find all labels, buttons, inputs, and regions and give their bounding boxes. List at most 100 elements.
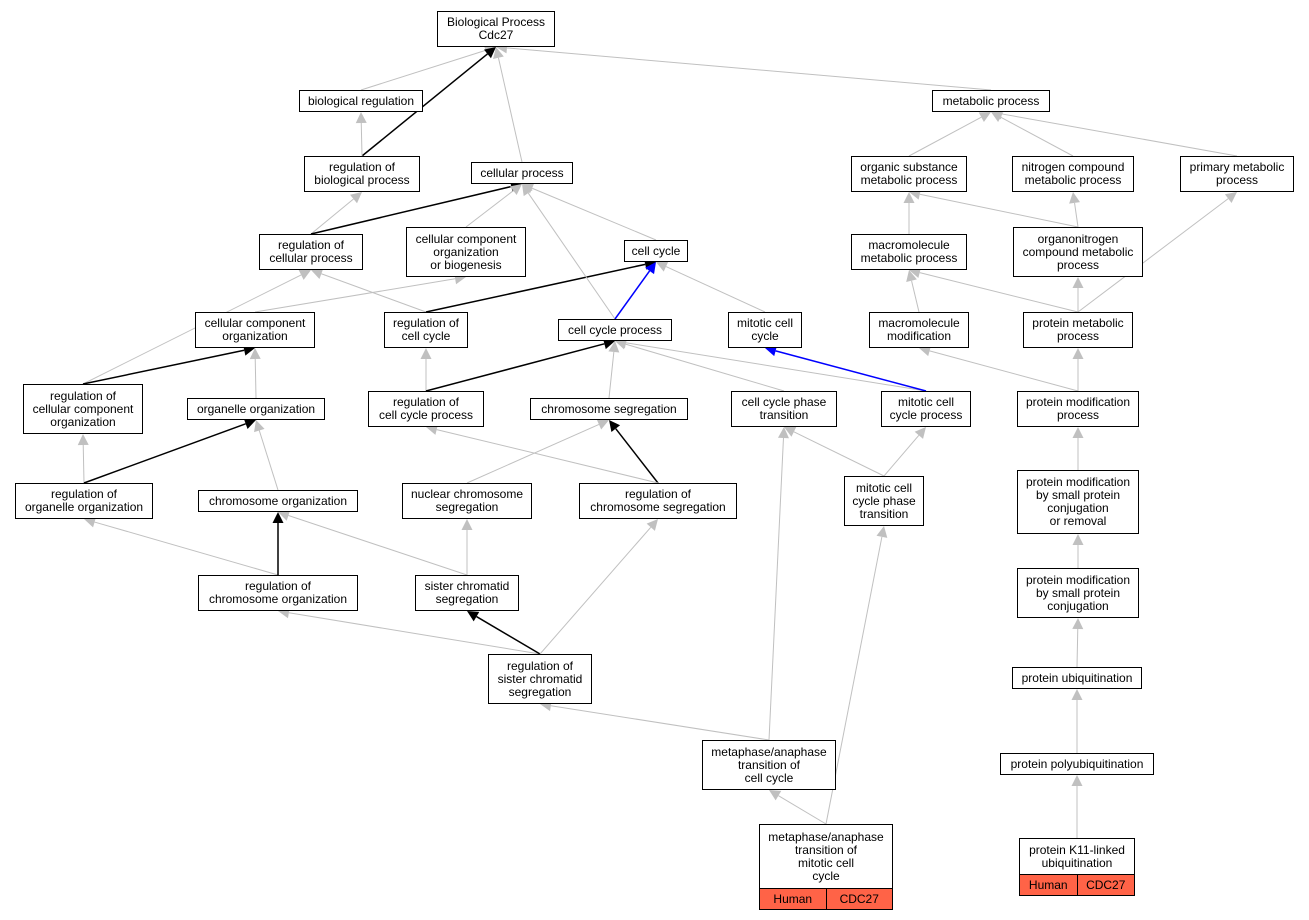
edge-line xyxy=(531,187,657,241)
edge-arrowhead xyxy=(509,184,522,196)
go-term-bp[interactable]: Biological Process Cdc27 xyxy=(437,11,555,47)
edge-arrowhead xyxy=(84,516,97,528)
edge-regorg-to-regccorg xyxy=(77,434,89,484)
go-term-mitccpt[interactable]: mitotic cell cycle phase transition xyxy=(844,476,924,526)
go-term-chromorg[interactable]: chromosome organization xyxy=(198,490,358,512)
go-term-label: protein K11-linked ubiquitination xyxy=(1029,842,1125,870)
go-term-ccpt[interactable]: cell cycle phase transition xyxy=(731,391,837,427)
go-term-cellproc[interactable]: cellular process xyxy=(471,162,573,184)
edge-metab-to-bp xyxy=(496,42,992,91)
edge-macromod-to-macromet xyxy=(906,270,920,313)
edge-protmet-to-orgnitro xyxy=(1072,277,1084,312)
edge-line xyxy=(1000,116,1074,157)
go-term-bioreg[interactable]: biological regulation xyxy=(299,90,423,112)
go-term-nucseg[interactable]: nuclear chromosome segregation xyxy=(402,483,532,519)
go-term-sister[interactable]: sister chromatid segregation xyxy=(415,575,519,611)
go-term-nitro[interactable]: nitrogen compound metabolic process xyxy=(1012,156,1134,192)
go-term-regchromseg[interactable]: regulation of chromosome segregation xyxy=(579,483,737,519)
edge-orgnitro-to-nitro xyxy=(1069,192,1081,228)
edge-metana-to-ccpt xyxy=(768,427,789,741)
go-term-macromod[interactable]: macromolecule modification xyxy=(869,312,969,348)
edge-arrowhead xyxy=(243,418,256,429)
go-term-protpoly[interactable]: protein polyubiquitination xyxy=(1000,753,1154,775)
go-term-orgsub[interactable]: organic substance metabolic process xyxy=(851,156,967,192)
edge-arrowhead xyxy=(1072,348,1084,359)
species-tag: Human xyxy=(1020,875,1077,895)
go-term-regchromorg[interactable]: regulation of chromosome organization xyxy=(198,575,358,611)
edge-line xyxy=(425,343,605,392)
go-term-protmet[interactable]: protein metabolic process xyxy=(1023,312,1133,348)
go-term-macromet[interactable]: macromolecule metabolic process xyxy=(851,234,967,270)
edge-protubq-to-protmodconj xyxy=(1072,618,1084,668)
go-term-protmod[interactable]: protein modification process xyxy=(1017,391,1139,427)
edge-orgorg-to-ccorg xyxy=(249,348,261,399)
edge-arrowhead xyxy=(645,262,656,275)
go-term-metana[interactable]: metaphase/anaphase transition of cell cy… xyxy=(702,740,836,790)
edge-regorg-to-orgorg xyxy=(83,418,256,484)
edge-arrowhead xyxy=(493,47,504,59)
go-term-regcc[interactable]: regulation of cell cycle xyxy=(384,312,468,348)
edge-arrowhead xyxy=(467,611,480,622)
edge-line xyxy=(254,358,257,399)
go-term-ccob[interactable]: cellular component organization or bioge… xyxy=(406,227,526,277)
go-term-mitcc[interactable]: mitotic cell cycle xyxy=(728,312,802,348)
go-term-protmodconj[interactable]: protein modification by small protein co… xyxy=(1017,568,1139,618)
go-term-ccproc[interactable]: cell cycle process xyxy=(558,319,672,341)
gene-tag: CDC27 xyxy=(825,889,892,909)
edge-line xyxy=(778,795,827,825)
edge-line xyxy=(775,350,927,392)
go-term-protubq[interactable]: protein ubiquitination xyxy=(1012,667,1142,689)
edge-line xyxy=(360,122,363,157)
edge-arrowhead xyxy=(765,345,778,357)
go-term-regcell[interactable]: regulation of cellular process xyxy=(259,234,363,270)
edge-arrowhead xyxy=(1071,689,1083,700)
edge-regcell-to-regbio xyxy=(310,192,362,235)
edge-line xyxy=(506,47,992,91)
go-term-orgorg[interactable]: organelle organization xyxy=(187,398,325,420)
edge-k11-to-protpoly xyxy=(1071,775,1083,838)
edge-line xyxy=(1076,628,1079,668)
go-term-primary[interactable]: primary metabolic process xyxy=(1180,156,1294,192)
edge-line xyxy=(288,612,541,655)
edge-line xyxy=(82,274,302,385)
edge-arrowhead xyxy=(876,526,888,538)
edge-regchromorg-to-chromorg xyxy=(272,512,284,575)
edge-arrowhead xyxy=(1072,277,1084,288)
go-term-protmodsmall[interactable]: protein modification by small protein co… xyxy=(1017,470,1139,534)
edge-arrowhead xyxy=(608,341,620,353)
go-term-ccorg[interactable]: cellular component organization xyxy=(195,312,315,348)
go-term-metab[interactable]: metabolic process xyxy=(932,90,1050,112)
go-term-regorg[interactable]: regulation of organelle organization xyxy=(15,483,153,519)
go-term-regbio[interactable]: regulation of biological process xyxy=(304,156,420,192)
edge-protmodconj-to-protmodsmall xyxy=(1072,534,1084,568)
edge-line xyxy=(360,49,486,91)
edge-line xyxy=(625,343,785,392)
go-term-mitccp[interactable]: mitotic cell cycle process xyxy=(881,391,971,427)
edge-ccproc-to-cellcycle xyxy=(614,262,656,320)
edge-arrowhead xyxy=(1072,618,1084,630)
go-term-regccp[interactable]: regulation of cell cycle process xyxy=(368,391,484,427)
edge-arrowhead xyxy=(311,268,324,279)
edge-arrowhead xyxy=(609,420,621,433)
go-term-chromseg[interactable]: chromosome segregation xyxy=(530,398,688,420)
edge-line xyxy=(288,515,468,576)
edge-regccorg-to-ccorg xyxy=(82,344,255,385)
go-term-metanamit[interactable]: metaphase/anaphase transition of mitotic… xyxy=(759,824,893,910)
edge-line xyxy=(527,192,616,320)
edge-arrowhead xyxy=(903,192,915,203)
edge-cellcycle-to-cellproc xyxy=(522,183,657,241)
go-term-orgnitro[interactable]: organonitrogen compound metabolic proces… xyxy=(1013,227,1143,277)
go-term-cellcycle[interactable]: cell cycle xyxy=(624,240,688,262)
edge-protmodsmall-to-protmod xyxy=(1072,427,1084,470)
go-term-regsister[interactable]: regulation of sister chromatid segregati… xyxy=(488,654,592,704)
edge-regbio-to-bp xyxy=(361,47,496,157)
edge-arrowhead xyxy=(1069,192,1081,204)
edge-line xyxy=(608,351,615,399)
edge-arrowhead xyxy=(272,512,284,523)
edge-protmod-to-protmet xyxy=(1072,348,1084,391)
edge-regbio-to-bioreg xyxy=(355,112,367,157)
go-term-regccorg[interactable]: regulation of cellular component organiz… xyxy=(23,384,143,434)
